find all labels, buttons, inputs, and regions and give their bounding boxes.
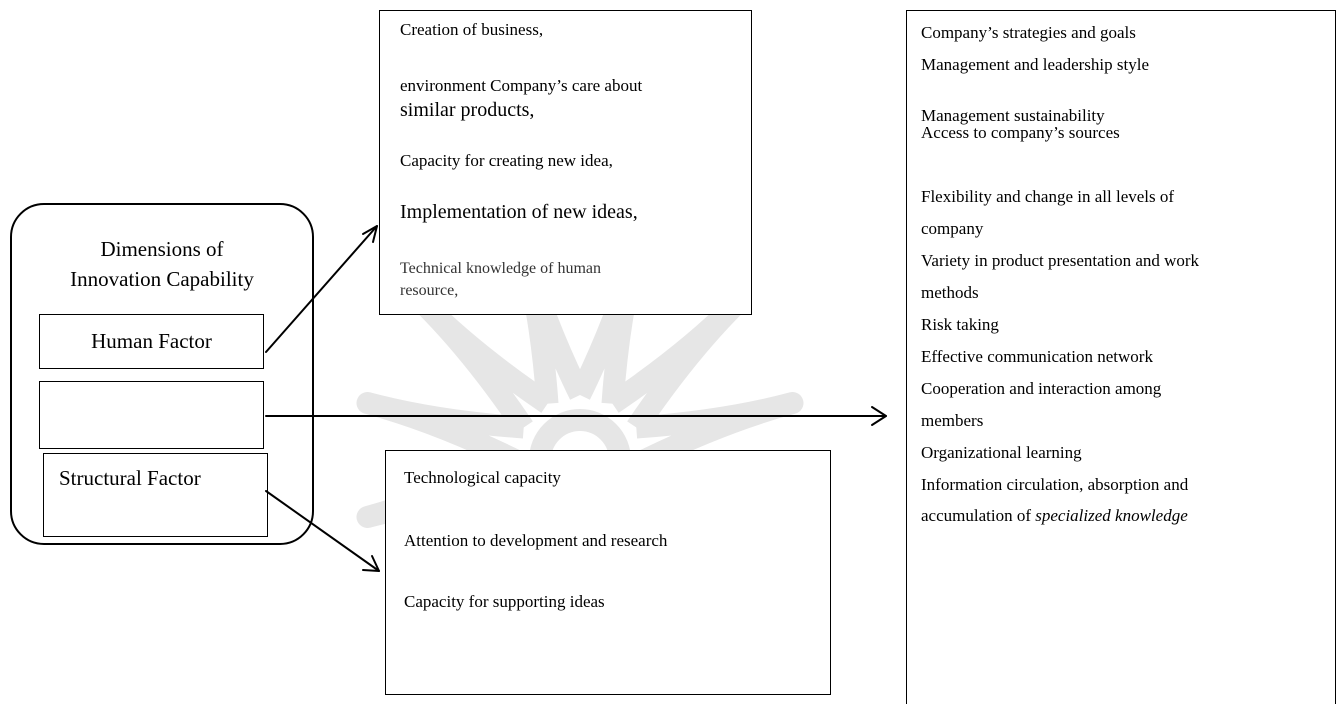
middle-item: Information circulation, absorption and (921, 475, 1189, 494)
middle-item: Access to company’s sources (921, 123, 1120, 142)
dimensions-title-line1: Dimensions of (100, 237, 224, 261)
middle-item: Cooperation and interaction among (921, 379, 1162, 398)
human-item: Capacity for creating new idea, (400, 151, 613, 170)
structural-item: Capacity for supporting ideas (404, 592, 605, 611)
structural-factor-box: Structural Factor (43, 453, 268, 537)
middle-item: Risk taking (921, 315, 999, 334)
middle-item: Flexibility and change in all levels of (921, 187, 1175, 206)
middle-item-last-italic: specialized knowledge (1035, 506, 1188, 525)
middle-item: Variety in product presentation and work (921, 251, 1200, 270)
middle-item-last: accumulation of specialized knowledge (921, 505, 1188, 527)
human-item: Implementation of new ideas, (400, 201, 638, 223)
structural-factor-details: Technological capacity Attention to deve… (385, 450, 831, 695)
middle-item: Management and leadership style (921, 55, 1150, 74)
dimensions-title: Dimensions of Innovation Capability (20, 234, 304, 294)
middle-item: Organizational learning (921, 443, 1082, 462)
dimensions-container (10, 203, 314, 545)
middle-item-last-plain: accumulation of (921, 506, 1036, 525)
arrow-to-structural-details (265, 490, 380, 572)
arrow-to-human-details (265, 225, 378, 353)
human-item: resource, (400, 282, 459, 299)
middle-item: Company’s strategies and goals (921, 23, 1136, 42)
human-item: Technical knowledge of human (400, 260, 602, 277)
human-item: Creation of business, (400, 20, 544, 39)
middle-item: Management sustainability (921, 106, 1105, 125)
human-factor-details: Creation of business, environment Compan… (379, 10, 752, 315)
middle-item: Effective communication network (921, 347, 1153, 366)
dimensions-title-line2: Innovation Capability (70, 267, 254, 291)
arrow-to-middle-details (265, 406, 887, 426)
middle-factor-details: Company’s strategies and goals Managemen… (906, 10, 1336, 704)
middle-factor-box (39, 381, 264, 449)
middle-item: company (921, 219, 984, 238)
human-item: similar products, (400, 99, 535, 121)
structural-item: Attention to development and research (404, 531, 668, 550)
structural-item: Technological capacity (404, 468, 561, 487)
human-item: environment Company’s care about (400, 76, 643, 95)
middle-item: methods (921, 283, 979, 302)
middle-item: members (921, 411, 984, 430)
human-factor-box: Human Factor (39, 314, 264, 369)
